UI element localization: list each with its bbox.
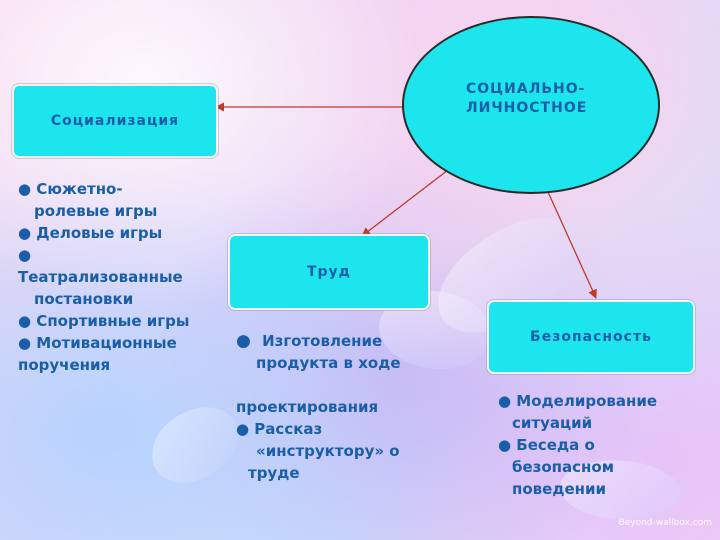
list-item: труде (248, 464, 300, 482)
center-node-social-personal: СОЦИАЛЬНО- ЛИЧНОСТНОЕ (402, 16, 660, 194)
list-item-text: Изготовление (262, 332, 383, 350)
list-item: Театрализованные (18, 268, 183, 286)
list-item: ● Изготовление (236, 330, 456, 352)
arrow-to-safety (547, 191, 597, 299)
labor-list: ● Изготовление продукта в ходе проектиро… (236, 330, 456, 484)
list-item: ● Беседа о (498, 436, 595, 454)
safety-label: Безопасность (530, 329, 652, 345)
list-spacer (236, 374, 456, 396)
arrow-to-labor (361, 169, 449, 237)
center-node-line1: СОЦИАЛЬНО- (466, 81, 586, 97)
list-item: ● Мотивационные (18, 334, 177, 352)
list-item: ролевые игры (34, 202, 158, 220)
list-item: постановки (34, 290, 134, 308)
labor-box: Труд (228, 234, 430, 310)
safety-box: Безопасность (487, 300, 695, 374)
list-item: «инструктору» о (256, 442, 400, 460)
list-item: ● Деловые игры (18, 224, 163, 242)
list-item: ● Моделирование (498, 392, 658, 410)
socialization-box: Социализация (12, 84, 218, 158)
socialization-list: ● Сюжетно- ролевые игры ● Деловые игры ●… (18, 178, 228, 376)
list-item: поведении (512, 480, 607, 498)
bullet-icon: ● (236, 331, 251, 351)
list-item: поручения (18, 356, 111, 374)
list-item: ситуаций (512, 414, 593, 432)
list-item: проектирования (236, 398, 379, 416)
watermark: Beyond-wallbox.com (618, 518, 712, 528)
list-item: безопасном (512, 458, 614, 476)
list-item: ● (18, 246, 32, 264)
socialization-label: Социализация (50, 113, 180, 129)
list-item: ● Рассказ (236, 420, 323, 438)
safety-list: ● Моделирование ситуаций ● Беседа о безо… (498, 390, 708, 500)
list-item: ● Спортивные игры (18, 312, 190, 330)
list-item: продукта в ходе (256, 354, 401, 372)
labor-label: Труд (306, 264, 351, 280)
center-node-line2: ЛИЧНОСТНОЕ (466, 100, 588, 116)
list-item: ● Сюжетно- (18, 180, 123, 198)
